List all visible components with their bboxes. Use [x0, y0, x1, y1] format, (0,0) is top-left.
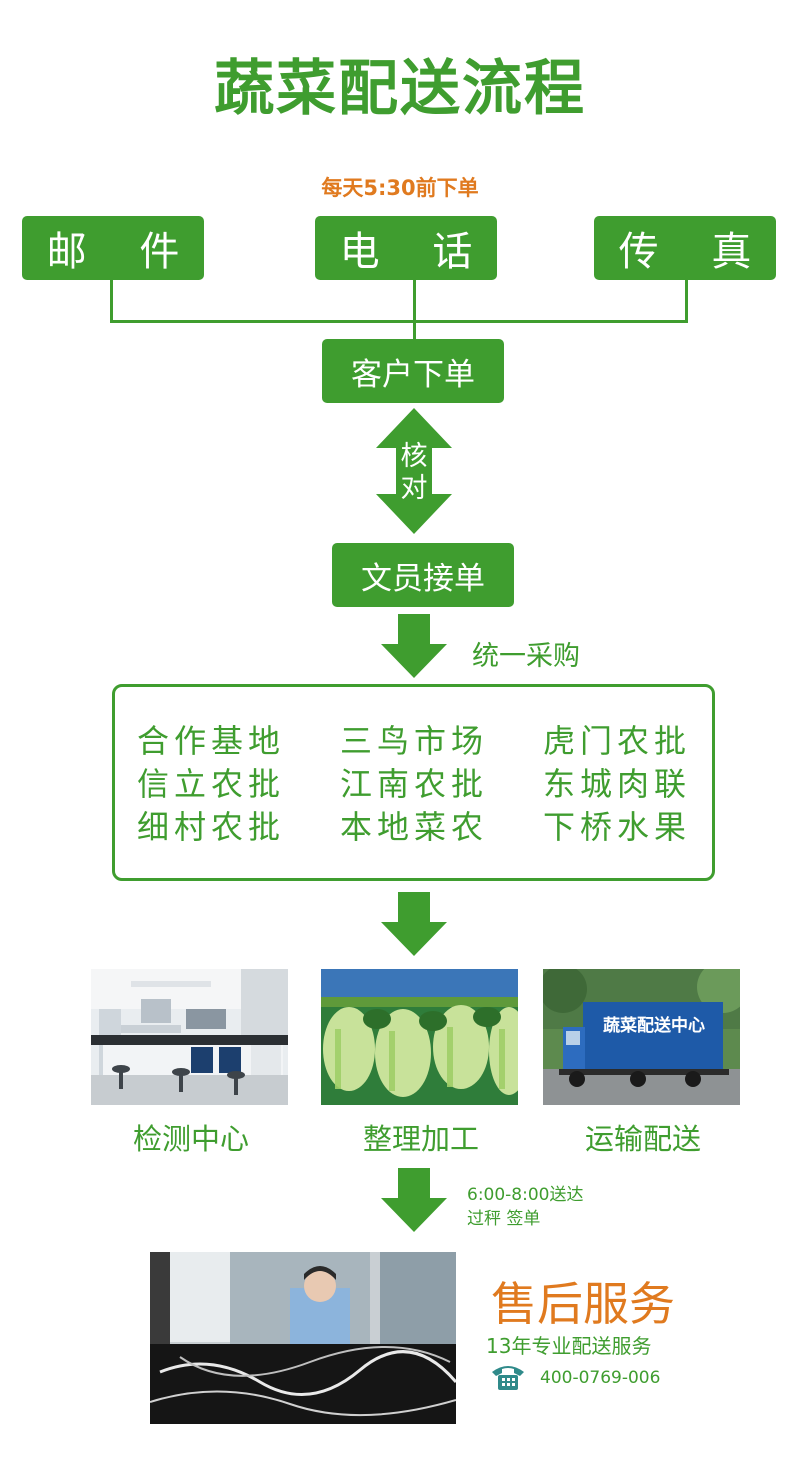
delivery-truck-photo: 蔬菜配送中心 — [543, 969, 740, 1105]
supplier-item: 本地菜农 — [340, 808, 489, 846]
channel-fax-label: 传 真 — [618, 229, 772, 275]
supplier-item: 合作基地 — [137, 722, 286, 760]
phone-number: 400-0769-006 — [540, 1368, 661, 1388]
connector-line — [110, 320, 688, 323]
after-sales-title: 售后服务 — [491, 1277, 675, 1331]
clerk-accept-label: 文员接单 — [361, 560, 485, 597]
supplier-panel: 合作基地 三鸟市场 虎门农批 信立农批 江南农批 东城肉联 细村农批 本地菜农 … — [112, 684, 715, 881]
telephone-icon — [492, 1366, 524, 1390]
unified-purchase-label: 统一采购 — [472, 641, 580, 672]
channel-phone-label: 电 话 — [339, 229, 493, 275]
order-deadline: 每天5:30前下单 — [321, 176, 479, 200]
customer-order-box: 客户下单 — [322, 339, 504, 403]
connector-line — [685, 280, 688, 322]
supplier-item: 东城肉联 — [543, 765, 692, 803]
process-caption: 运输配送 — [584, 1122, 701, 1156]
lab-photo — [91, 969, 288, 1105]
clerk-accept-box: 文员接单 — [332, 543, 514, 607]
down-arrow-icon — [381, 614, 447, 678]
supplier-grid: 合作基地 三鸟市场 虎门农批 信立农批 江南农批 东城肉联 细村农批 本地菜农 … — [137, 721, 713, 848]
verify-label: 核对 — [400, 441, 428, 504]
delivery-detail: 过秤 签单 — [467, 1209, 541, 1229]
supplier-item: 下桥水果 — [543, 808, 692, 846]
double-arrow-icon — [376, 408, 452, 534]
process-caption: 整理加工 — [362, 1122, 479, 1156]
supplier-item: 细村农批 — [137, 808, 286, 846]
supplier-item: 江南农批 — [340, 765, 489, 803]
truck-text: 蔬菜配送中心 — [603, 1016, 705, 1036]
channel-mail-label: 邮 件 — [46, 229, 200, 275]
down-arrow-icon — [381, 1168, 447, 1232]
connector-line — [110, 280, 113, 322]
connector-line — [413, 280, 416, 340]
supplier-item: 虎门农批 — [543, 722, 692, 760]
customer-order-label: 客户下单 — [351, 356, 475, 393]
channel-fax-box: 传 真 — [594, 216, 776, 280]
delivery-time: 6:00-8:00送达 — [467, 1185, 584, 1205]
service-desk-photo — [150, 1252, 456, 1424]
supplier-item: 信立农批 — [137, 765, 286, 803]
page-title: 蔬菜配送流程 — [214, 54, 586, 124]
supplier-item: 三鸟市场 — [340, 722, 489, 760]
channel-phone-box: 电 话 — [315, 216, 497, 280]
process-caption: 检测中心 — [132, 1122, 249, 1156]
channel-mail-box: 邮 件 — [22, 216, 204, 280]
vegetables-photo — [321, 969, 518, 1105]
down-arrow-icon — [381, 892, 447, 956]
after-sales-subtitle: 13年专业配送服务 — [486, 1334, 652, 1358]
